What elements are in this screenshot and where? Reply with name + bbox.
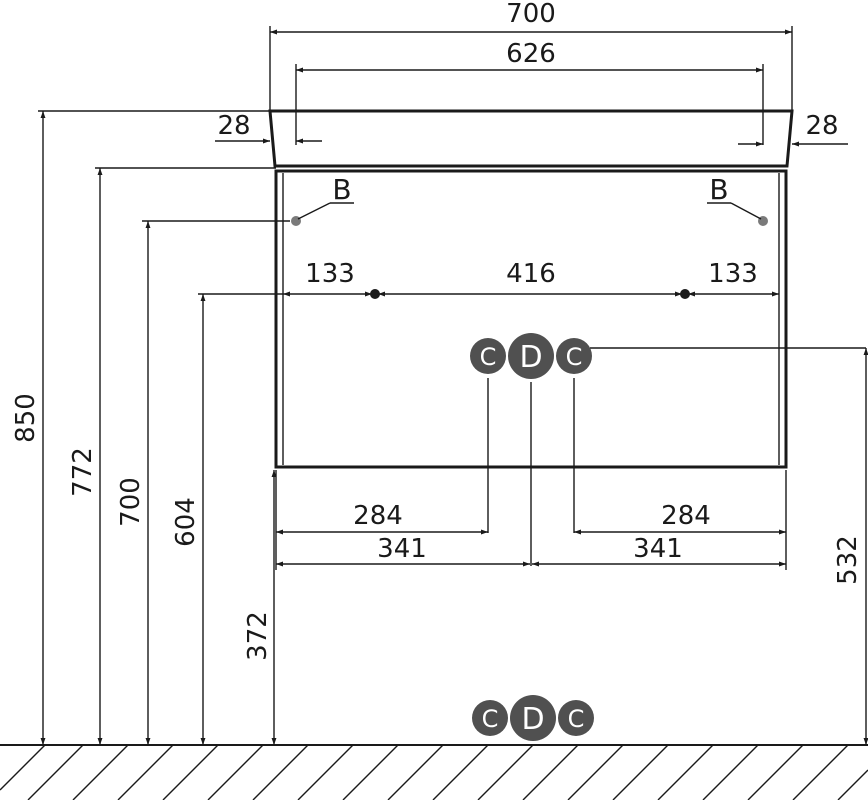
floor-hatching xyxy=(0,744,868,800)
dim-height-532: 532 xyxy=(833,348,868,745)
dim-height-372: 372 xyxy=(243,470,277,745)
b-label-left: B xyxy=(332,173,351,206)
bracket-b-left: B xyxy=(291,173,354,226)
dim-label-133-left: 133 xyxy=(305,259,355,289)
dim-label-700-height: 700 xyxy=(116,477,146,527)
dim-overall-width: 700 xyxy=(269,0,793,111)
dim-label-604: 604 xyxy=(171,497,201,547)
dim-height-604: 604 xyxy=(171,293,283,745)
mount-point-right xyxy=(680,289,690,299)
dim-basin-inner-width: 626 xyxy=(295,39,764,145)
svg-text:C: C xyxy=(480,343,497,371)
cold-marker-upper-left: C xyxy=(470,338,506,374)
dim-label-28-left: 28 xyxy=(217,111,250,141)
cold-marker-lower-right: C xyxy=(558,700,594,736)
svg-text:C: C xyxy=(566,343,583,371)
svg-text:D: D xyxy=(521,702,544,737)
dim-label-850: 850 xyxy=(11,393,41,443)
svg-text:D: D xyxy=(519,340,542,375)
dim-height-700: 700 xyxy=(116,220,290,745)
cold-marker-upper-right: C xyxy=(556,338,592,374)
dim-height-850: 850 xyxy=(11,110,270,745)
dim-supply-284: 284 284 xyxy=(276,501,786,535)
floor xyxy=(0,744,868,800)
drain-marker-lower: D xyxy=(510,695,556,741)
dim-height-772: 772 xyxy=(68,167,276,745)
dim-label-341-left: 341 xyxy=(377,534,427,564)
dim-right-28: 28 xyxy=(738,111,848,147)
dim-label-700-width: 700 xyxy=(506,0,556,29)
cold-marker-lower-left: C xyxy=(472,700,508,736)
dim-label-28-right: 28 xyxy=(805,111,838,141)
dim-label-772: 772 xyxy=(68,447,98,497)
dim-mount-row: 133 416 133 xyxy=(283,259,779,299)
dim-label-284-right: 284 xyxy=(661,501,711,531)
drain-marker-upper: D xyxy=(508,333,554,379)
svg-text:C: C xyxy=(568,705,585,733)
mount-point-left xyxy=(370,289,380,299)
dim-label-341-right: 341 xyxy=(633,534,683,564)
dim-label-532: 532 xyxy=(833,535,863,585)
bracket-b-right: B xyxy=(707,173,768,226)
dim-label-133-right: 133 xyxy=(708,259,758,289)
dim-label-626: 626 xyxy=(506,39,556,69)
dim-left-28: 28 xyxy=(215,111,322,144)
supply-markers-lower: C D C xyxy=(472,695,594,741)
dim-supply-341: 341 341 xyxy=(275,470,787,570)
supply-markers-upper: C D C xyxy=(470,333,866,566)
dim-label-284-left: 284 xyxy=(353,501,403,531)
dim-label-372: 372 xyxy=(243,611,273,661)
b-label-right: B xyxy=(709,173,728,206)
basin-outline xyxy=(268,109,794,168)
dim-label-416: 416 xyxy=(506,259,556,289)
svg-text:C: C xyxy=(482,705,499,733)
